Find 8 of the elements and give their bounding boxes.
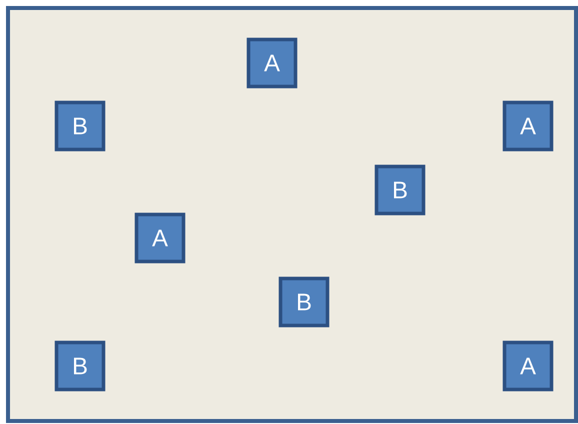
letter-box: B [374,164,426,216]
letter-box: A [502,340,554,392]
letter-box: B [278,276,330,328]
letter-box: B [54,100,106,152]
letter-box: B [54,340,106,392]
letter-box: A [246,38,298,88]
letter-box: A [502,100,554,152]
letter-box: A [134,212,186,264]
